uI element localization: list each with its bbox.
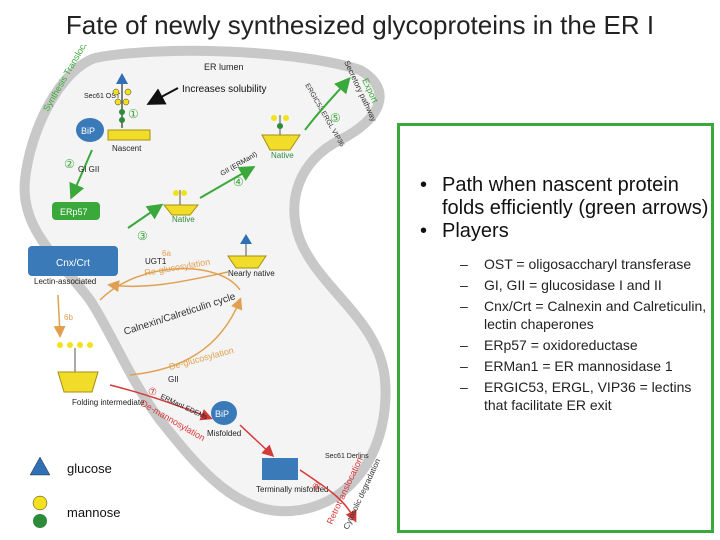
sec61-derlins-label: Sec61 Derlins (325, 453, 369, 460)
player-text: GI, GII = glucosidase I and II (484, 277, 662, 293)
nascent-glycan (112, 73, 132, 128)
lectin-associated-label: Lectin-associated (34, 277, 96, 286)
erp57-box (52, 202, 100, 220)
folding-intermediate-glycoprotein (57, 342, 99, 393)
player-cnx-crt: –Cnx/Crt = Calnexin and Calreticulin, le… (460, 298, 707, 332)
player-gi-gii: –GI, GII = glucosidase I and II (460, 277, 662, 293)
terminally-misfolded-label: Terminally misfolded (256, 485, 328, 494)
misfolded-bip (211, 401, 237, 425)
step-3: ③ (137, 229, 148, 243)
player-text: ERGIC53, ERGL, VIP36 = lectins that faci… (484, 379, 692, 413)
arrow-native-to-native (199, 166, 256, 199)
bullet-text: Path when nascent protein folds efficien… (442, 174, 709, 219)
native-mid-label: Native (172, 215, 195, 224)
mannose-icon (32, 495, 48, 511)
legend-glucose-label: glucose (67, 461, 112, 476)
arrow-lectin-to-native (127, 203, 164, 229)
nascent-protein (107, 129, 151, 141)
arrow-deglucosylation (129, 297, 243, 376)
bip-label: BiP (81, 126, 95, 136)
er-lumen-label: ER lumen (204, 62, 244, 72)
er-glycoprotein-diagram: ER lumen Increases solubility Synthesis … (19, 45, 391, 531)
cycle-arc (99, 267, 241, 301)
bullet-dot: • (420, 174, 428, 196)
step-1: ① (128, 107, 139, 121)
gi-gii-label: GI GII (78, 165, 99, 174)
folding-intermediate-label: Folding intermediate (72, 398, 145, 407)
nearly-native-label: Nearly native (228, 269, 275, 278)
slide-title: Fate of newly synthesized glycoproteins … (65, 10, 655, 40)
arrow-retrotranslocation (299, 469, 357, 523)
misfolded-bip-label: BiP (215, 409, 229, 419)
ugt1-label: UGT1 (145, 257, 167, 266)
player-erman1: –ERMan1 = ER mannosidase 1 (460, 358, 673, 374)
bullet-players: • Players –OST = oligosaccharyl transfer… (410, 220, 710, 414)
player-ost: –OST = oligosaccharyl transferase (460, 256, 692, 272)
erp57-label: ERp57 (60, 207, 88, 217)
player-text: ERMan1 = ER mannosidase 1 (484, 358, 673, 374)
native-top-label: Native (271, 151, 294, 160)
player-erp57: –ERp57 = oxidoreductase (460, 337, 638, 353)
step-4: ④ (233, 175, 244, 189)
bullet-green-path: • Path when nascent protein folds effici… (410, 174, 710, 220)
step-8: ⑧ (312, 482, 321, 493)
step-2: ② (64, 157, 75, 171)
nearly-native-glycoprotein (227, 234, 267, 269)
player-lectins: –ERGIC53, ERGL, VIP36 = lectins that fac… (460, 379, 692, 413)
sec61-ost-label: Sec61 OST (84, 93, 121, 100)
arrow-misfolded-to-terminal (239, 424, 275, 458)
step-6b: 6b (64, 313, 73, 322)
arrow-reglucosylation (107, 271, 229, 293)
step-5: ⑤ (330, 111, 341, 125)
gii-label: GII (168, 375, 179, 384)
step-6a: 6a (162, 249, 171, 258)
increases-solubility-label: Increases solubility (182, 84, 266, 95)
bip-chaperone (76, 118, 104, 142)
player-text: ERp57 = oxidoreductase (484, 337, 638, 353)
terminally-misfolded-protein (262, 458, 298, 480)
arrow-nascent-to-lectin (69, 149, 93, 200)
bullet-dot: • (420, 220, 428, 242)
bullet-text: Players (442, 220, 509, 242)
arrow-cycle-down (53, 294, 66, 338)
cnx-crt-box (28, 246, 118, 276)
arrow-demannosylation (109, 384, 213, 421)
native-glycoprotein-top (261, 115, 301, 151)
glucose-icon (29, 456, 51, 476)
step-7: ⑦ (148, 387, 157, 398)
players-panel: • Path when nascent protein folds effici… (397, 123, 714, 533)
players-sublist: –OST = oligosaccharyl transferase –GI, G… (410, 255, 710, 414)
solubility-arrow (146, 87, 179, 105)
native-glycoprotein-mid (162, 190, 200, 216)
player-text: Cnx/Crt = Calnexin and Calreticulin, lec… (484, 298, 707, 332)
misfolded-label: Misfolded (207, 429, 241, 438)
legend-mannose-label: mannose (67, 505, 120, 520)
cnx-crt-label: Cnx/Crt (56, 258, 90, 269)
player-text: OST = oligosaccharyl transferase (484, 256, 692, 272)
nascent-label: Nascent (112, 144, 142, 153)
bullet-list: • Path when nascent protein folds effici… (410, 174, 710, 414)
export-arrow (304, 76, 351, 131)
glcnac-icon (33, 514, 47, 528)
